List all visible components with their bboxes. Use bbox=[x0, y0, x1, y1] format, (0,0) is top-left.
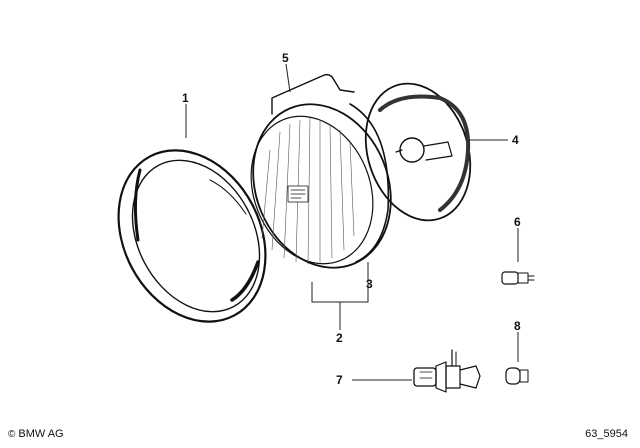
small-bulb-icon bbox=[505, 367, 529, 385]
leader-lines bbox=[185, 63, 519, 381]
callout-3: 3 bbox=[366, 277, 373, 291]
callout-7: 7 bbox=[336, 373, 343, 387]
brand-name: BMW AG bbox=[18, 428, 64, 440]
trim-ring-icon bbox=[117, 149, 267, 323]
callout-5: 5 bbox=[282, 51, 289, 65]
callout-8: 8 bbox=[514, 319, 521, 333]
callout-2: 2 bbox=[336, 331, 343, 345]
copyright-symbol: © bbox=[8, 428, 16, 440]
brand-label: © BMW AG bbox=[8, 428, 64, 440]
headlight-insert-icon bbox=[250, 103, 392, 269]
headlight-housing-icon bbox=[364, 82, 472, 222]
callout-4: 4 bbox=[512, 133, 519, 147]
diagram-code: 63_5954 bbox=[585, 428, 628, 440]
callout-1: 1 bbox=[182, 91, 189, 105]
retaining-spring-icon bbox=[271, 73, 355, 115]
callout-6: 6 bbox=[514, 215, 521, 229]
h4-bulb-icon bbox=[413, 349, 481, 393]
parking-bulb-icon bbox=[501, 271, 535, 285]
